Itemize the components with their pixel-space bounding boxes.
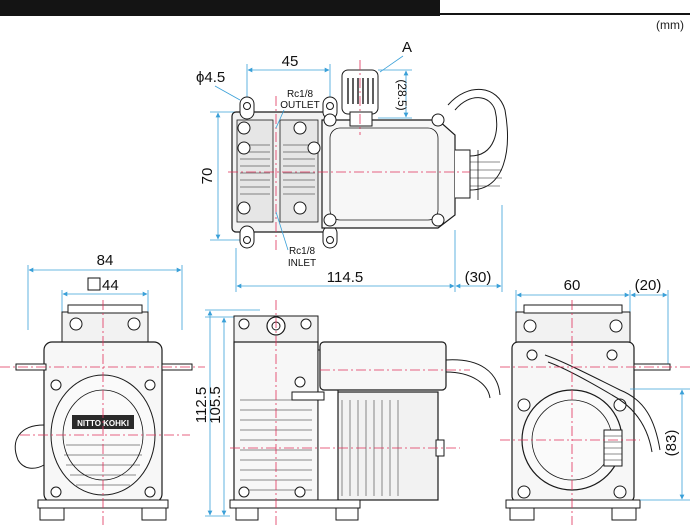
motor-housing — [321, 119, 456, 229]
dim-connector-text: (28.5) — [395, 79, 409, 110]
dim-114-5-text: 114.5 — [327, 269, 363, 286]
dim-45-text: 45 — [282, 53, 299, 70]
dim-60-text: 60 — [564, 277, 581, 294]
title-rule — [440, 13, 690, 15]
dim-112-5-text: 112.5 — [193, 387, 210, 423]
inlet-thread-text: Rc1/8 — [289, 246, 316, 257]
brand-label: NITTO KOHKI — [77, 419, 129, 428]
front-view: 84 44 NITTO KOHKI — [0, 252, 205, 525]
outlet-thread-text: Rc1/8 — [287, 89, 314, 100]
dim-20-text: (20) — [635, 277, 662, 294]
rear-view: 60 (20) (83) — [500, 277, 690, 525]
dim-83-text: (83) — [663, 430, 680, 457]
dim-105-5-text: 105.5 — [207, 386, 224, 424]
units-label: (mm) — [656, 18, 684, 32]
inlet-label: INLET — [288, 258, 316, 269]
dim-cable-text: (30) — [465, 269, 492, 286]
dim-44-text: 44 — [102, 277, 119, 294]
dim-84-text: 84 — [97, 252, 114, 269]
side-view: 112.5 105.5 — [193, 300, 501, 525]
label-a: A — [402, 39, 412, 56]
hole-diameter-text: ϕ4.5 — [196, 69, 225, 86]
dim-70-text: 70 — [199, 168, 216, 185]
title-bar — [0, 0, 440, 16]
outlet-label: OUTLET — [280, 100, 319, 111]
top-view: 45 ϕ4.5 70 — [196, 39, 508, 292]
